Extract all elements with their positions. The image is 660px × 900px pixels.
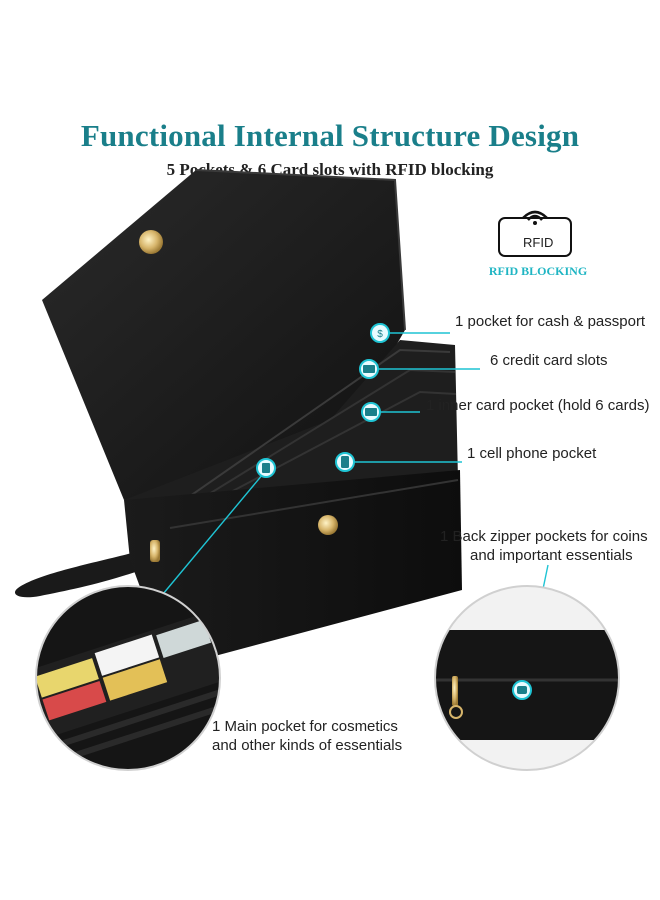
- front-snap-button: [318, 515, 338, 535]
- callout-back-line2: and important essentials: [470, 547, 633, 564]
- phone-icon: [335, 452, 355, 472]
- callout-main-line2: and other kinds of essentials: [212, 737, 403, 754]
- wrist-strap: [14, 548, 153, 598]
- flap-snap-button: [139, 230, 163, 254]
- zipper-pull: [150, 540, 160, 562]
- page-title: Functional Internal Structure Design: [80, 118, 580, 153]
- main-pocket-zoom: [36, 586, 220, 770]
- callout-main-pocket: 1 Main pocket for cosmetics and other ki…: [212, 717, 432, 755]
- card-pocket-icon: [361, 402, 381, 422]
- callout-main-line1: 1 Main pocket for cosmetics: [212, 718, 398, 735]
- rfid-caption: RFID BLOCKING: [488, 264, 588, 278]
- svg-text:$: $: [377, 329, 383, 340]
- back-zipper-zoom: [435, 586, 619, 770]
- wallet-flap: [42, 170, 405, 500]
- rfid-icon: [498, 210, 572, 257]
- callout-back-line1: 1 Back zipper pockets for coins: [440, 528, 648, 545]
- cosmetics-icon: [256, 458, 276, 478]
- callout-inner-card-pocket: 1 inner card pocket (hold 6 cards): [426, 397, 650, 414]
- wallet-front-panel: [124, 470, 462, 668]
- rfid-badge-text: RFID: [523, 235, 554, 250]
- callout-phone-pocket: 1 cell phone pocket: [467, 445, 597, 462]
- callout-cash-pocket: 1 pocket for cash & passport: [455, 313, 646, 330]
- credit-card-icon: [359, 359, 379, 379]
- callout-back-zipper: 1 Back zipper pockets for coins and impo…: [440, 527, 655, 565]
- callout-card-slots: 6 credit card slots: [490, 352, 608, 369]
- cash-icon: $: [370, 323, 390, 343]
- coins-icon: [512, 680, 532, 700]
